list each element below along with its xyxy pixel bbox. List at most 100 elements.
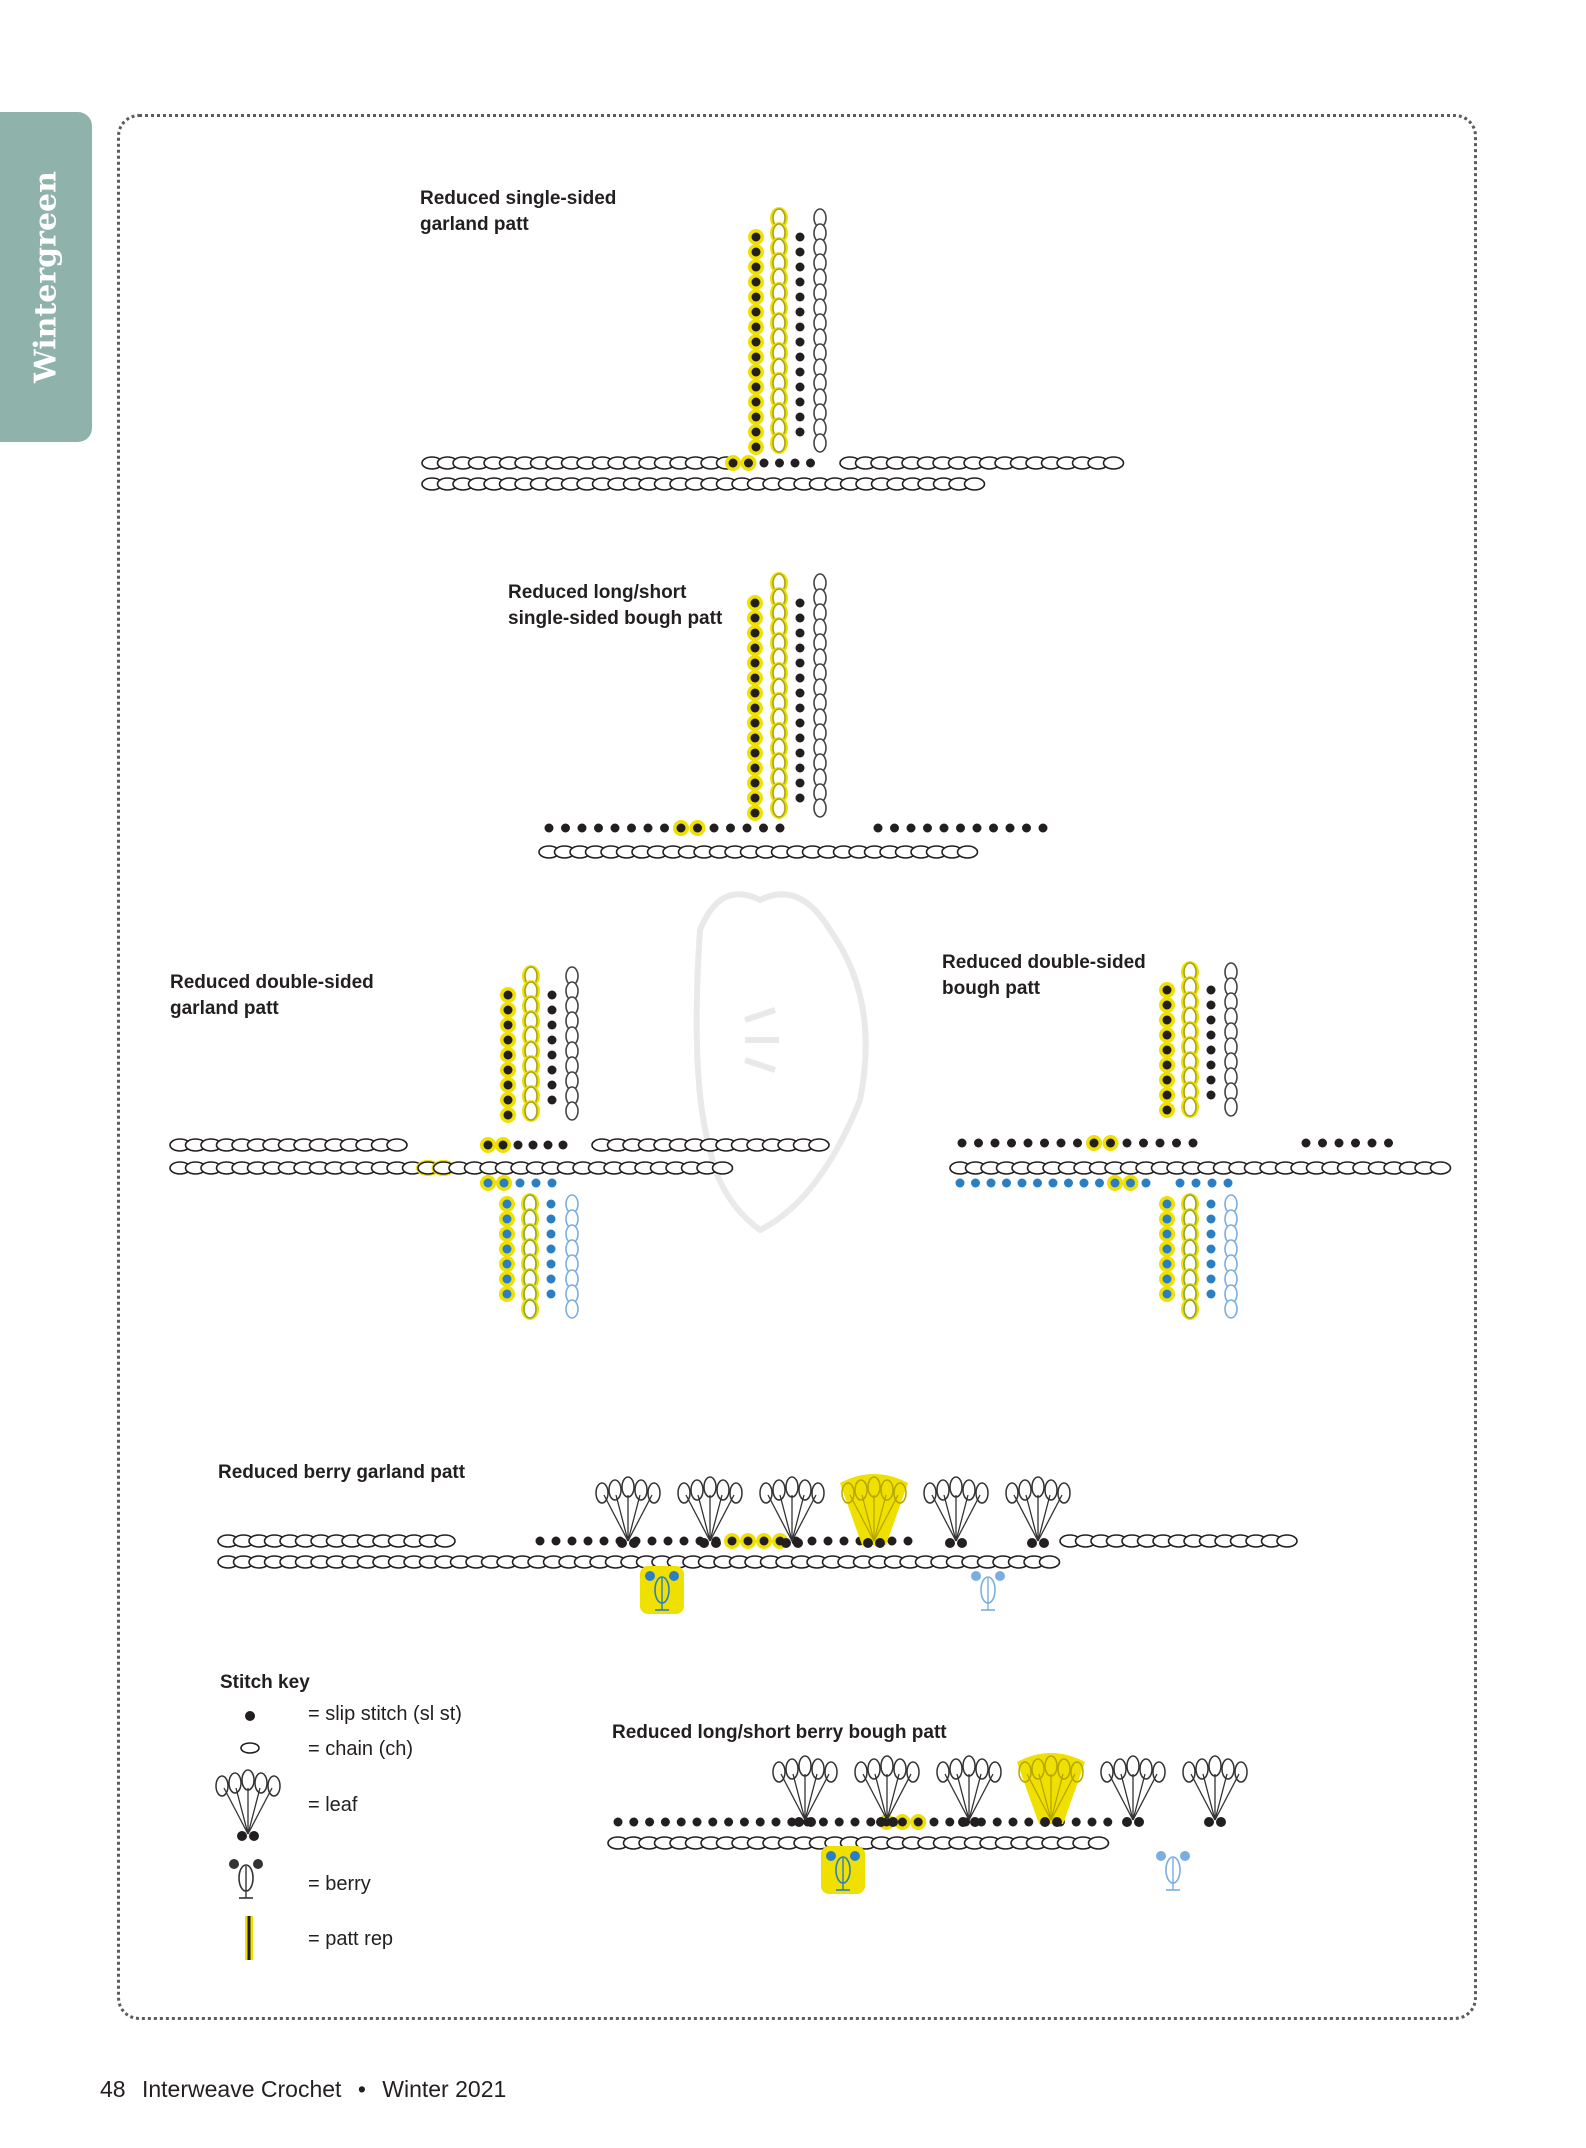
- slip-stitch: [971, 1178, 980, 1188]
- slip-stitch: [629, 1817, 639, 1827]
- chain-stitch: [772, 798, 786, 818]
- chain-stitch: [565, 1101, 579, 1121]
- slip-stitch: [1103, 1817, 1113, 1827]
- key-label-patt-rep: = patt rep: [308, 1928, 394, 1950]
- slip-stitch: [503, 1080, 513, 1090]
- slip-stitch: [647, 1536, 657, 1546]
- chain-stitch: [1087, 1836, 1110, 1850]
- slip-stitch: [692, 1817, 702, 1827]
- leaf-loop: [975, 1758, 989, 1780]
- leaf-loop: [703, 1476, 717, 1498]
- slip-stitch: [1017, 1178, 1027, 1188]
- leaf-base: [888, 1817, 898, 1827]
- slip-stitch: [795, 382, 805, 392]
- slip-stitch: [1191, 1178, 1201, 1188]
- leaf-base: [806, 1817, 816, 1827]
- slip-stitch: [795, 598, 805, 608]
- chain-stitch: [565, 1299, 579, 1319]
- slip-stitch: [726, 823, 735, 833]
- leaf-symbol: [854, 1755, 920, 1827]
- leaf-base: [875, 1538, 885, 1548]
- section-tab: Wintergreen: [0, 112, 92, 442]
- leaf-symbol: [677, 1476, 743, 1548]
- leaf-loop: [893, 1758, 907, 1780]
- slip-stitch: [795, 763, 805, 773]
- slip-stitch: [503, 1035, 513, 1045]
- slip-stitch: [1162, 1244, 1172, 1254]
- slip-stitch: [1073, 1138, 1082, 1148]
- leaf-stem: [627, 1494, 641, 1542]
- label-berry-garland: Reduced berry garland patt: [218, 1462, 466, 1483]
- slip-stitch: [913, 1817, 923, 1827]
- key-label-slip-stitch: = slip stitch (sl st): [308, 1703, 462, 1725]
- leaf-symbol: [215, 1769, 281, 1841]
- leaf-base: [617, 1538, 627, 1548]
- slip-stitch: [751, 397, 761, 407]
- slip-stitch: [787, 1817, 797, 1827]
- leaf-base: [1122, 1817, 1132, 1827]
- slip-stitch: [483, 1140, 493, 1150]
- leaf-loop: [267, 1775, 281, 1797]
- slip-stitch: [1064, 1178, 1073, 1188]
- slip-stitch: [728, 458, 738, 468]
- leaf-loop: [798, 1479, 812, 1501]
- leaf-loop: [729, 1482, 743, 1504]
- leaf-stem: [886, 1773, 912, 1821]
- berry-symbol: [640, 1566, 684, 1614]
- slip-stitch: [1206, 1214, 1216, 1224]
- slip-stitch: [750, 658, 760, 668]
- slip-stitch: [727, 1536, 737, 1546]
- leaf-loop: [647, 1482, 661, 1504]
- slip-stitch: [750, 703, 760, 713]
- slip-stitch: [818, 1817, 828, 1827]
- issue-name: Winter 2021: [382, 2076, 507, 2102]
- leaf-base: [1216, 1817, 1226, 1827]
- leaf-stem: [235, 1787, 249, 1835]
- slip-stitch: [1188, 1138, 1198, 1148]
- slip-stitch: [1162, 1274, 1172, 1284]
- leaf-base: [1134, 1817, 1144, 1827]
- slip-stitch: [567, 1536, 577, 1546]
- leaf-stem: [849, 1494, 875, 1542]
- chain-stitch: [963, 477, 986, 491]
- page-number: 48: [100, 2076, 126, 2102]
- slip-stitch: [546, 1199, 556, 1209]
- leaf-stem: [223, 1787, 249, 1835]
- leaf-stem: [709, 1494, 723, 1542]
- leaf-stem: [697, 1494, 711, 1542]
- leaf-stem: [615, 1494, 629, 1542]
- slip-stitch: [923, 823, 932, 833]
- slip-stitch: [1162, 985, 1172, 995]
- slip-stitch: [795, 262, 805, 272]
- leaf-loop: [716, 1479, 730, 1501]
- slip-stitch: [750, 613, 760, 623]
- slip-stitch: [957, 1138, 967, 1148]
- leaf-stem: [780, 1773, 806, 1821]
- leaf-loop: [854, 1479, 868, 1501]
- leaf-stem: [886, 1773, 900, 1821]
- leaf-loop: [1031, 1758, 1045, 1780]
- leaf-base: [794, 1817, 804, 1827]
- leaf-loop: [880, 1479, 894, 1501]
- leaf-loop: [1234, 1761, 1248, 1783]
- leaf-stem: [968, 1773, 982, 1821]
- chain-stitch: [808, 1138, 830, 1152]
- leaf-loop: [1208, 1755, 1222, 1777]
- leaf-base: [863, 1538, 873, 1548]
- leaf-symbol: [595, 1476, 661, 1548]
- leaf-loop: [254, 1772, 268, 1794]
- key-label-leaf: = leaf: [308, 1794, 358, 1816]
- slip-stitch: [751, 277, 761, 287]
- slip-stitch: [528, 1140, 538, 1150]
- slip-stitch: [708, 1817, 718, 1827]
- slip-stitch: [503, 1110, 513, 1120]
- slip-stitch: [775, 823, 785, 833]
- slip-stitch: [1367, 1138, 1377, 1148]
- leaf-loop: [1195, 1758, 1209, 1780]
- chain-stitch: [1429, 1161, 1452, 1175]
- berry-symbol: [1156, 1851, 1190, 1891]
- slip-stitch: [679, 1536, 689, 1546]
- slip-stitch: [546, 1244, 556, 1254]
- slip-stitch: [547, 1050, 557, 1060]
- slip-stitch: [515, 1178, 525, 1188]
